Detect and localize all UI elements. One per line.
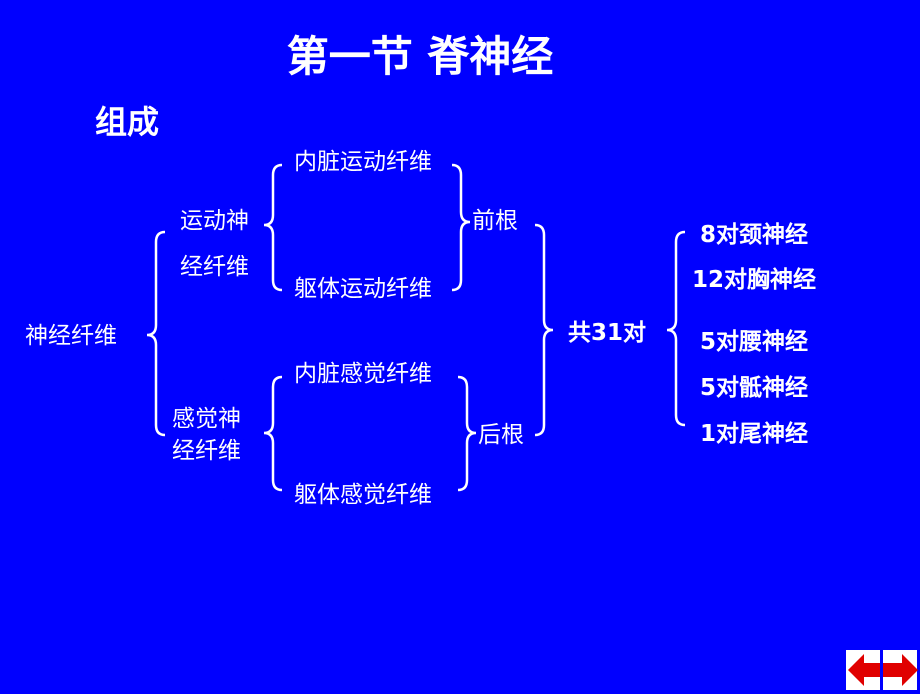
node-motor-line2: 经纤维 <box>180 254 249 280</box>
node-sensory-line1: 感觉神 <box>172 406 241 432</box>
pair-sacral: 5对骶神经 <box>700 375 809 401</box>
next-slide-button[interactable] <box>883 650 918 690</box>
left-arrow-icon <box>848 654 880 686</box>
node-anterior-root: 前根 <box>472 208 518 234</box>
node-somatic-motor: 躯体运动纤维 <box>294 276 432 302</box>
node-somatic-sensory: 躯体感觉纤维 <box>294 482 432 508</box>
brace-3 <box>451 163 471 292</box>
node-nerve-fibers: 神经纤维 <box>25 323 117 349</box>
node-motor-line1: 运动神 <box>180 208 249 234</box>
prev-slide-button[interactable] <box>846 650 880 690</box>
node-visceral-sensory: 内脏感觉纤维 <box>294 361 432 387</box>
slide-title: 第一节 脊神经 <box>286 32 554 81</box>
pair-coccygeal: 1对尾神经 <box>700 421 809 447</box>
brace-4 <box>457 375 477 492</box>
brace-0 <box>146 230 166 437</box>
brace-2 <box>263 375 283 492</box>
right-arrow-icon <box>883 654 918 686</box>
pair-thoracic: 12对胸神经 <box>692 267 817 293</box>
node-posterior-root: 后根 <box>478 422 524 448</box>
node-total: 共31对 <box>568 320 647 346</box>
section-heading: 组成 <box>95 103 160 141</box>
pair-lumbar: 5对腰神经 <box>700 329 809 355</box>
brace-6 <box>666 230 686 427</box>
brace-1 <box>263 163 283 292</box>
node-visceral-motor: 内脏运动纤维 <box>294 149 432 175</box>
pair-cervical: 8对颈神经 <box>700 222 809 248</box>
brace-5 <box>534 223 554 437</box>
node-sensory-line2: 经纤维 <box>172 438 241 464</box>
